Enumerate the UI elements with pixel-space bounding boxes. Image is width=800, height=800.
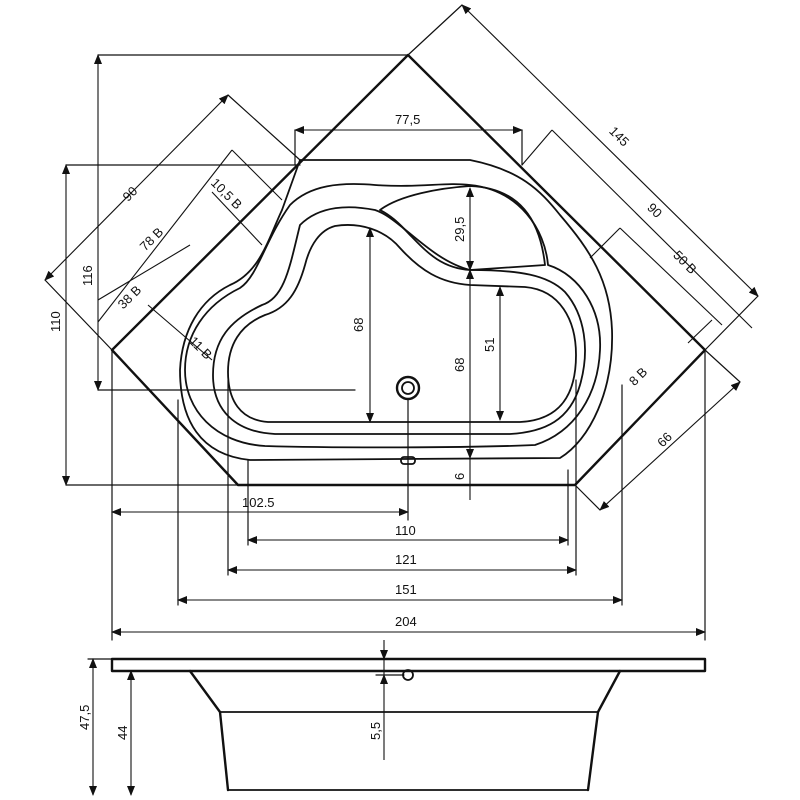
dim-29-5: 29,5: [452, 217, 467, 242]
dim-8b: 8 B: [626, 364, 650, 388]
top-view-labels: 77,5 145 90 50 B 8 B 66 90 78 B 10,5 B 3…: [48, 112, 700, 629]
dim-5-5: 5,5: [368, 722, 383, 740]
dim-66: 66: [654, 429, 675, 450]
dim-110-bottom: 110: [395, 523, 416, 538]
basin-inner: [227, 224, 577, 423]
side-view: [110, 657, 707, 792]
drain-inner: [401, 381, 415, 395]
dim-68-left: 68: [351, 318, 366, 332]
side-view-dimensions: 47,5 44 5,5: [77, 640, 405, 796]
dim-68-right: 68: [452, 358, 467, 372]
dim-6: 6: [452, 473, 467, 480]
drain-outer: [395, 375, 421, 401]
dim-47-5: 47,5: [77, 705, 92, 730]
dimension-lines: [44, 4, 759, 636]
tub-outer-rim: [110, 53, 707, 487]
dim-145: 145: [606, 123, 632, 149]
dim-78b: 78 B: [137, 224, 167, 254]
dim-102-5: 102.5: [242, 495, 275, 510]
dim-51: 51: [482, 338, 497, 352]
dim-121: 121: [395, 552, 417, 567]
tub-body-side: [188, 669, 622, 792]
dim-77-5: 77,5: [395, 112, 420, 127]
dim-116: 116: [80, 265, 95, 286]
basin-outer: [184, 183, 601, 449]
dim-110-left: 110: [48, 311, 63, 332]
tub-rim-side: [110, 657, 707, 673]
dim-204: 204: [395, 614, 417, 629]
extension-lines: [44, 4, 759, 641]
dim-90-right: 90: [644, 200, 665, 221]
dim-44: 44: [115, 726, 130, 740]
dim-151: 151: [395, 582, 417, 597]
